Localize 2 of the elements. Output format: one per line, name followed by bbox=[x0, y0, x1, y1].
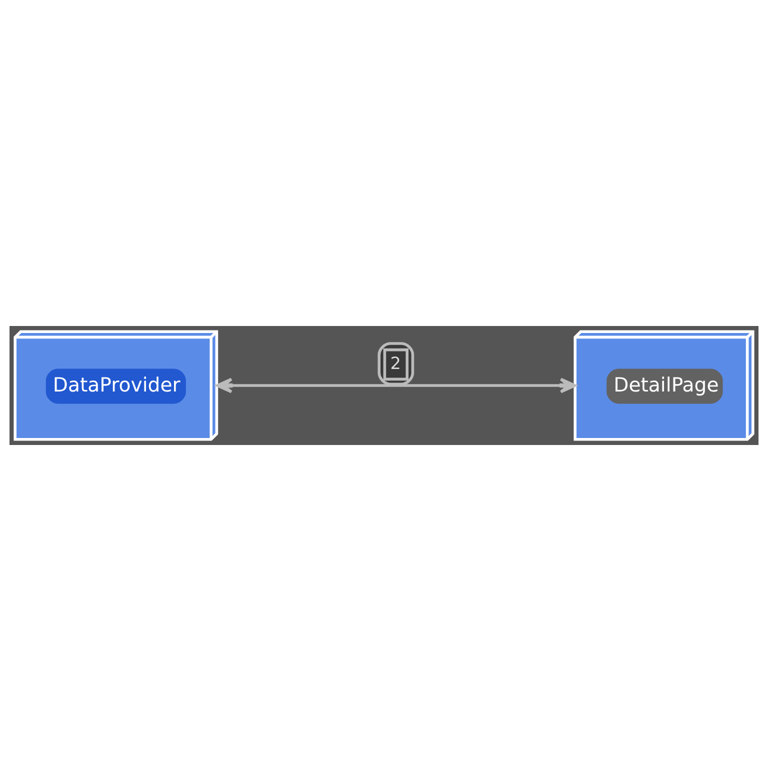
edge-label: 2 bbox=[390, 352, 401, 372]
arrow bbox=[216, 377, 576, 393]
